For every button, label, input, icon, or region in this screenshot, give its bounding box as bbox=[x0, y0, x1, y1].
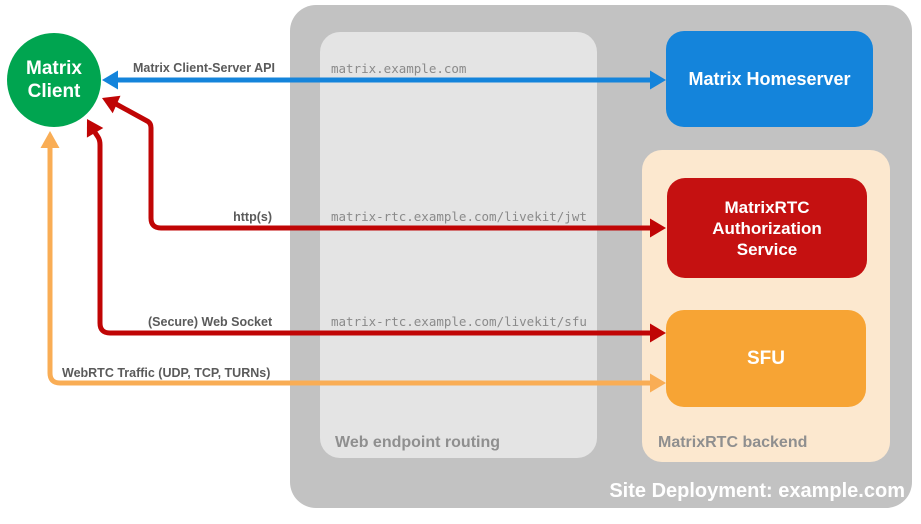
route-livekit-sfu: matrix-rtc.example.com/livekit/sfu bbox=[331, 314, 587, 329]
edge-label-client-server-api: Matrix Client-Server API bbox=[133, 61, 275, 75]
site-deployment-label: Site Deployment: example.com bbox=[609, 480, 905, 502]
route-livekit-jwt: matrix-rtc.example.com/livekit/jwt bbox=[331, 209, 587, 224]
http-arrowhead-client bbox=[102, 95, 121, 114]
edge-label-webrtc-traffic: WebRTC Traffic (UDP, TCP, TURNs) bbox=[62, 366, 271, 380]
route-matrix-example-com: matrix.example.com bbox=[331, 61, 467, 76]
matrix-homeserver-label: Matrix Homeserver bbox=[688, 68, 851, 89]
matrix-homeserver-node: Matrix Homeserver bbox=[666, 31, 873, 127]
web-endpoint-routing-container bbox=[320, 32, 597, 458]
matrixrtc-auth-service-label: MatrixRTC Authorization Service bbox=[712, 197, 822, 259]
client-server-api-arrowhead-left bbox=[102, 70, 118, 90]
matrixrtc-backend-label: MatrixRTC backend bbox=[658, 434, 808, 451]
webrtc-arrowhead-client bbox=[40, 131, 60, 148]
websocket-arrowhead-client bbox=[86, 119, 104, 138]
sfu-node: SFU bbox=[666, 310, 866, 407]
edge-label-http: http(s) bbox=[233, 210, 272, 224]
matrix-client-node: Matrix Client bbox=[7, 33, 101, 127]
sfu-label: SFU bbox=[747, 347, 785, 369]
edge-label-websocket: (Secure) Web Socket bbox=[148, 315, 273, 329]
matrixrtc-auth-service-node: MatrixRTC Authorization Service bbox=[667, 178, 867, 278]
web-endpoint-routing-label: Web endpoint routing bbox=[335, 434, 501, 451]
matrix-client-label: Matrix Client bbox=[26, 58, 82, 102]
